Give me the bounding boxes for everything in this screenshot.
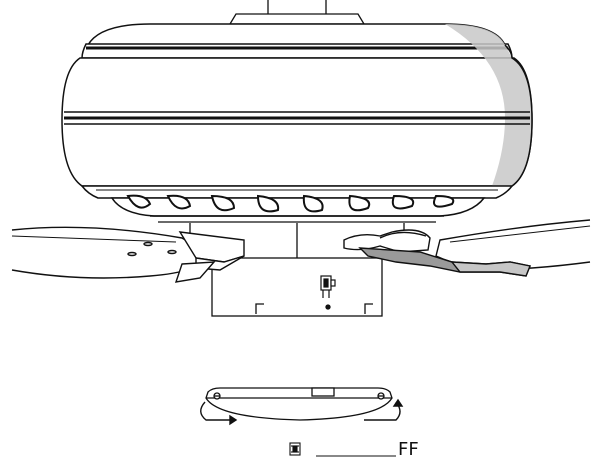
- reverse-switch-icon: [320, 275, 336, 298]
- main-body: [61, 57, 533, 187]
- fan-blade-right: [435, 219, 591, 270]
- vent-ring: [110, 194, 486, 223]
- fan-motor-housing: [61, 23, 533, 199]
- center-hole: [325, 304, 331, 310]
- switch-cup-detail: [205, 387, 393, 421]
- mount-slot-right: [364, 303, 373, 314]
- body-shading: [445, 24, 532, 186]
- upper-trim: [81, 43, 513, 59]
- switch-housing: [189, 223, 405, 317]
- upper-dome: [86, 23, 507, 46]
- reverse-switch-small-icon: [289, 442, 301, 456]
- vent-slots: [126, 194, 455, 213]
- blade-iron-right: [343, 229, 531, 277]
- rotation-arrow-left: [200, 401, 238, 426]
- blade-iron-left: [174, 231, 245, 283]
- rotation-arrow-right: [364, 398, 404, 421]
- fan-blade-left: [11, 226, 214, 279]
- downrod-collar: [228, 0, 366, 25]
- mount-slot-left: [255, 303, 264, 314]
- switch-label: FF: [398, 439, 419, 460]
